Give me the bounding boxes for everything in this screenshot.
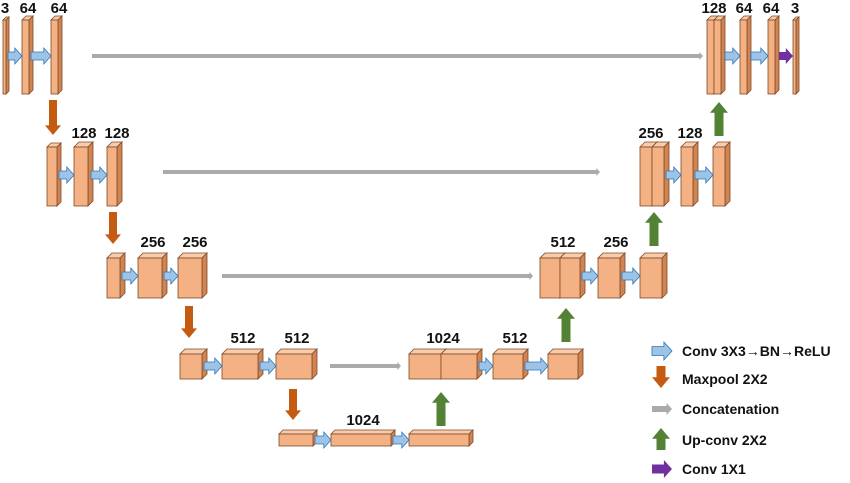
- maxpool-arrow: [181, 306, 197, 338]
- conv1x1-arrow: [779, 48, 793, 64]
- block-decoder4-up: [408, 348, 447, 380]
- block-decoder2-conv1: [680, 141, 699, 207]
- block-encoder4-pool: [179, 348, 208, 380]
- label-decoder2-conv: 128: [677, 125, 702, 142]
- block-encoder2-conv2: [73, 141, 94, 207]
- label-decoder4-conv: 512: [502, 330, 527, 347]
- block-bottleneck-pool: [278, 429, 318, 447]
- label-encoder4-conv2: 512: [284, 330, 309, 347]
- legend-conv-label: Conv 3X3→BN→ReLU: [682, 343, 831, 359]
- conv-arrow: [724, 46, 741, 66]
- maxpool-arrow-shape: [652, 366, 670, 388]
- label-decoder3-conv: 256: [603, 234, 628, 251]
- maxpool-arrow-icon: [652, 366, 670, 388]
- channel-labels: 3 64 64 128 128 256 256 512 512 1024 102…: [1, 0, 799, 429]
- conv-arrow: [203, 356, 223, 376]
- block-decoder4-conv2: [547, 348, 584, 380]
- concatenation-arrows: [92, 52, 703, 370]
- block-decoder1-conv2: [767, 15, 780, 95]
- conv-arrow: [524, 356, 549, 376]
- legend-conv1x1-label: Conv 1X1: [682, 461, 746, 477]
- block-decoder4-conv1: [492, 348, 529, 380]
- label-output: 3: [791, 0, 799, 17]
- block-encoder1-input: [2, 16, 10, 95]
- label-decoder1-conv2: 64: [763, 0, 780, 17]
- label-decoder1-concat: 128: [701, 0, 726, 17]
- conv-arrow: [665, 165, 682, 185]
- conv-arrow: [621, 266, 641, 286]
- conv-arrow: [163, 266, 179, 286]
- block-bottleneck-conv1: [330, 429, 396, 447]
- block-output: [792, 16, 800, 95]
- block-decoder3-conv2: [639, 252, 668, 299]
- block-decoder2-conv2: [712, 141, 731, 207]
- concatenation-arrow: [163, 168, 600, 176]
- concatenation-arrow: [222, 272, 533, 280]
- block-decoder4-skip: [440, 348, 483, 380]
- concatenation-arrow: [330, 362, 401, 370]
- label-encoder2-conv1: 128: [71, 125, 96, 142]
- upconv-arrow: [557, 308, 575, 342]
- label-encoder1-input: 3: [1, 0, 9, 17]
- conv-arrow: [121, 266, 139, 286]
- conv-arrow: [7, 46, 23, 66]
- legend-concat-label: Concatenation: [682, 401, 779, 417]
- conv-arrow: [30, 46, 52, 66]
- concatenation-arrow: [92, 52, 703, 60]
- legend-maxpool-label: Maxpool 2X2: [682, 371, 768, 387]
- block-decoder3-conv1: [597, 252, 626, 299]
- conv-arrow: [750, 46, 769, 66]
- legend: Conv 3X3→BN→ReLU Maxpool 2X2 Concatenati…: [651, 340, 831, 478]
- label-encoder1-conv1: 64: [20, 0, 37, 17]
- label-encoder3-conv1: 256: [140, 234, 165, 251]
- block-decoder1-skip: [713, 15, 726, 95]
- block-encoder3-conv2: [177, 252, 208, 299]
- conv-arrow-shape: [651, 340, 673, 362]
- conv-arrow: [392, 430, 410, 450]
- block-encoder2-conv2b: [106, 141, 123, 207]
- block-encoder3-conv1: [137, 252, 168, 299]
- label-decoder3-concat: 512: [550, 234, 575, 251]
- conv-arrow: [694, 165, 714, 185]
- block-encoder4-conv2: [275, 348, 318, 380]
- maxpool-arrow: [105, 212, 121, 244]
- label-encoder2-conv2: 128: [104, 125, 129, 142]
- concat-arrow-icon: [652, 403, 672, 415]
- conv-arrow: [478, 356, 494, 376]
- conv-arrow: [314, 430, 332, 450]
- operation-arrows: [7, 46, 793, 450]
- feature-map-blocks: [2, 15, 800, 447]
- upconv-arrow: [710, 102, 728, 136]
- block-encoder1-conv2: [50, 15, 63, 95]
- conv-arrow-icon: [651, 340, 673, 362]
- block-decoder3-skip: [559, 252, 586, 299]
- label-decoder1-conv1: 64: [736, 0, 753, 17]
- upconv-arrow: [432, 392, 450, 426]
- legend-upconv-label: Up-conv 2X2: [682, 432, 767, 448]
- label-decoder4-concat: 1024: [426, 330, 460, 347]
- upconv-arrow-shape: [652, 428, 670, 450]
- conv1x1-arrow-icon: [652, 460, 672, 478]
- block-bottleneck-conv2: [408, 429, 474, 447]
- concat-arrow-shape: [652, 403, 672, 415]
- label-encoder1-conv2: 64: [51, 0, 68, 17]
- conv-arrow: [90, 165, 108, 185]
- conv-arrow: [58, 165, 75, 185]
- conv1x1-arrow-shape: [652, 460, 672, 478]
- upconv-arrow-icon: [652, 428, 670, 450]
- upconv-arrow: [645, 212, 663, 246]
- label-bottleneck: 1024: [346, 412, 380, 429]
- maxpool-arrow: [45, 100, 61, 135]
- conv-arrow: [259, 356, 277, 376]
- maxpool-arrow: [285, 389, 301, 420]
- block-encoder4-conv1: [221, 348, 264, 380]
- label-decoder2-concat: 256: [638, 125, 663, 142]
- label-encoder4-conv1: 512: [230, 330, 255, 347]
- block-decoder1-conv1: [739, 15, 752, 95]
- conv-arrow: [581, 266, 599, 286]
- label-encoder3-conv2: 256: [182, 234, 207, 251]
